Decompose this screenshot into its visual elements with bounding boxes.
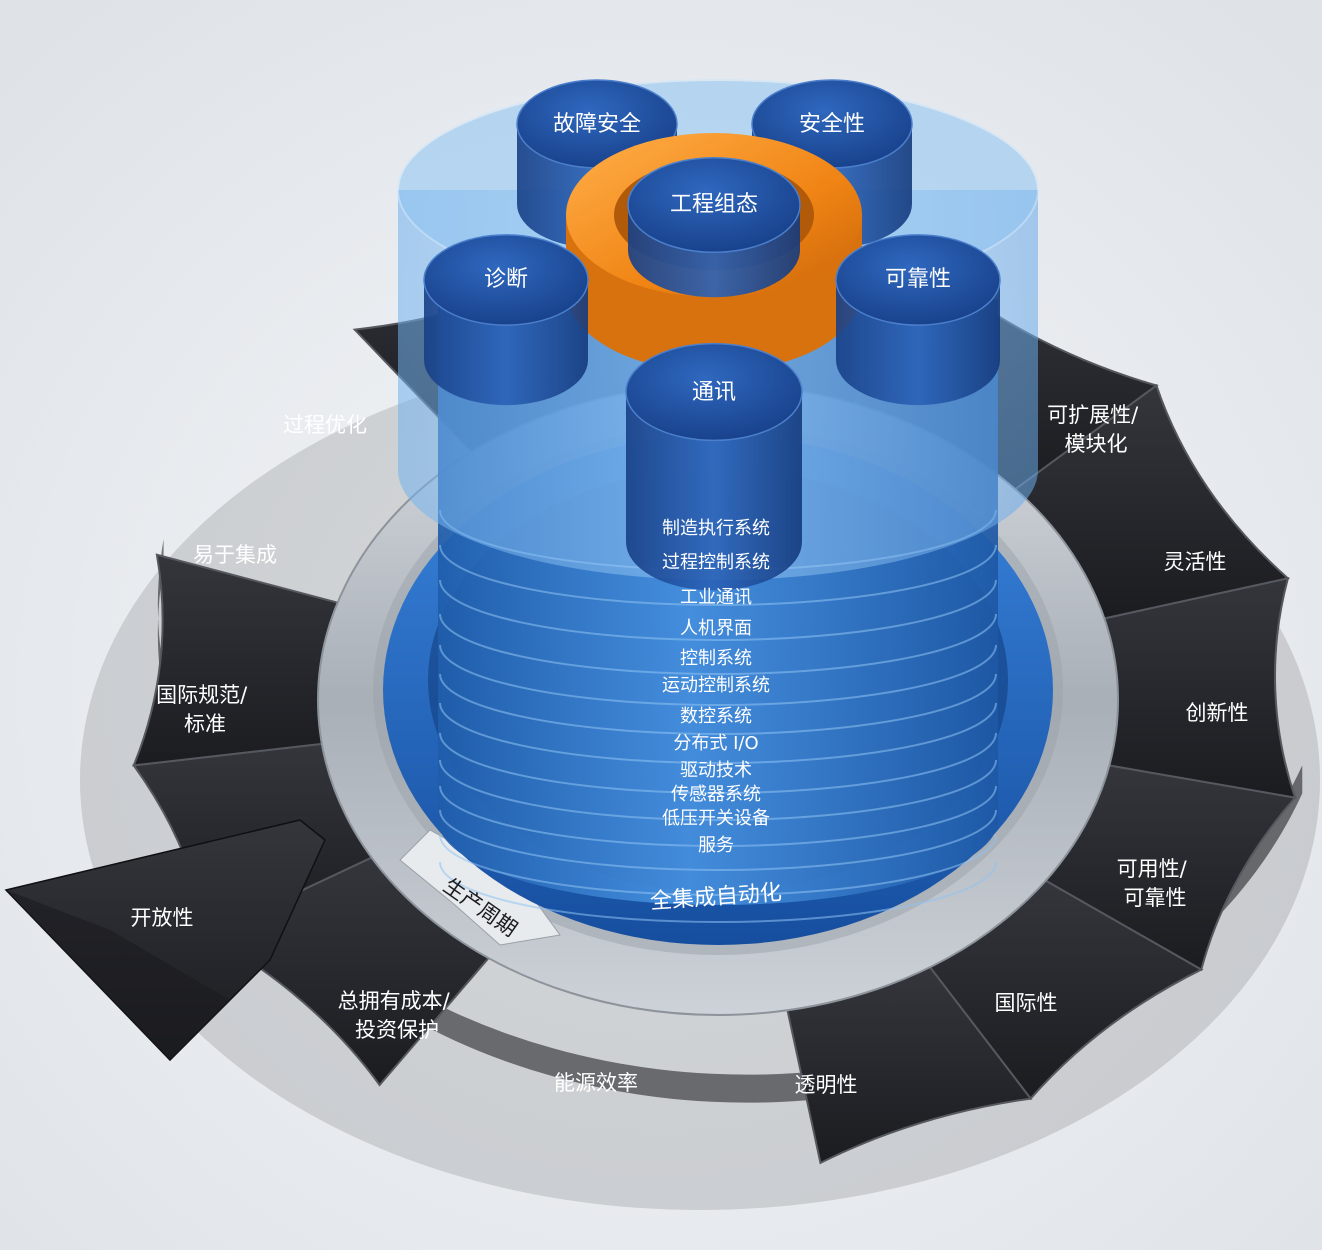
lifecycle-arrow	[399, 829, 561, 946]
layer-label: 低压开关设备	[662, 808, 770, 829]
pillar-top	[625, 342, 803, 442]
pillar-top	[835, 234, 1001, 326]
layer-label: 人机界面	[680, 618, 752, 639]
pillar-label-engineering: 工程组态	[670, 192, 758, 217]
ring-label-flexibility: 灵活性	[1164, 550, 1227, 574]
ring-label-transparency: 透明性	[795, 1073, 858, 1097]
ring-label-process-optimization: 过程优化	[283, 413, 367, 437]
layer-separator	[439, 809, 997, 871]
ring-label-easy-integration: 易于集成	[193, 543, 277, 567]
ring-label-internationality: 国际性	[995, 991, 1058, 1015]
layer-separator	[439, 785, 997, 847]
ring-label-innovation: 创新性	[1186, 701, 1249, 725]
ring-label-tco-investment-protection: 总拥有成本/ 投资保护	[338, 989, 457, 1042]
pillar-engineering	[627, 156, 801, 298]
pillar-side	[626, 392, 802, 591]
layer-separator	[439, 861, 997, 923]
pillar-top	[627, 156, 801, 254]
pillar-top	[423, 234, 589, 326]
layer-separator	[439, 732, 997, 794]
layer-label: 传感器系统	[671, 784, 761, 805]
pillar-label-communication: 通讯	[692, 380, 736, 405]
layer-label: 数控系统	[680, 706, 752, 727]
pillar-label-diagnostics: 诊断	[484, 267, 528, 292]
layer-label: 过程控制系统	[662, 552, 770, 573]
layer-separator	[439, 759, 997, 821]
layer-label: 制造执行系统	[662, 518, 770, 539]
layer-label: 分布式 I/O	[673, 733, 758, 754]
ring-label-availability-reliability: 可用性/ 可靠性	[1117, 857, 1194, 910]
pillar-label-safety: 安全性	[799, 112, 865, 137]
layer-separator	[439, 673, 997, 735]
layer-separator	[439, 613, 997, 675]
ring-label-scalability-modularity: 可扩展性/ 模块化	[1047, 403, 1145, 456]
layer-separator	[439, 579, 997, 641]
pillar-communication	[625, 342, 803, 591]
layer-label: 控制系统	[680, 648, 752, 669]
pillar-reliability	[835, 234, 1001, 406]
ring-label-openness: 开放性	[131, 906, 194, 930]
ring-label-international-standards: 国际规范/ 标准	[156, 683, 254, 736]
layer-label: 服务	[698, 835, 734, 856]
layer-separator	[439, 702, 997, 764]
pillar-label-fail-safe: 故障安全	[553, 112, 641, 137]
layer-label: 工业通讯	[680, 587, 752, 608]
layer-separator	[439, 544, 997, 606]
layer-separator	[439, 834, 997, 896]
openness-arrow-edge	[6, 890, 230, 1060]
top-pillars	[423, 79, 1001, 591]
layer-separator	[439, 644, 997, 706]
layer-label: 运动控制系统	[662, 675, 770, 696]
pillar-label-reliability: 可靠性	[885, 267, 951, 292]
layer-label: 驱动技术	[680, 760, 752, 781]
pillar-diagnostics	[423, 234, 589, 406]
ring-label-energy-efficiency: 能源效率	[554, 1071, 638, 1095]
